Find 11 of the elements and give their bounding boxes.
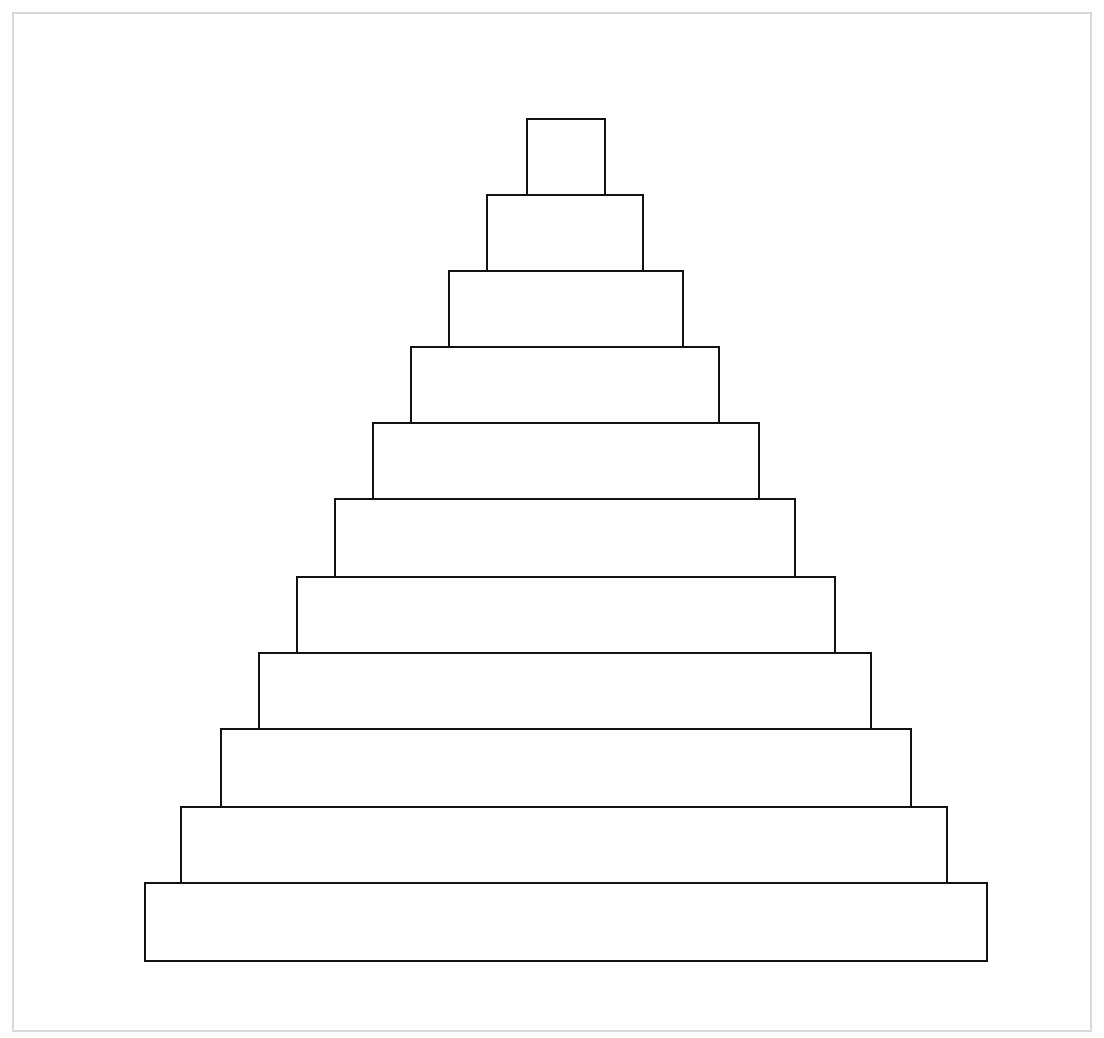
- stacked-box: [372, 422, 760, 502]
- stacked-box: [258, 652, 872, 732]
- stacked-box: [410, 346, 720, 426]
- stacked-box: [334, 498, 796, 580]
- stacked-box: [180, 806, 948, 886]
- stacked-box: [448, 270, 684, 350]
- stacked-box: [526, 118, 606, 198]
- stacked-box: [144, 882, 988, 962]
- stacked-box: [486, 194, 644, 274]
- stacked-box: [296, 576, 836, 656]
- stacked-box: [220, 728, 912, 810]
